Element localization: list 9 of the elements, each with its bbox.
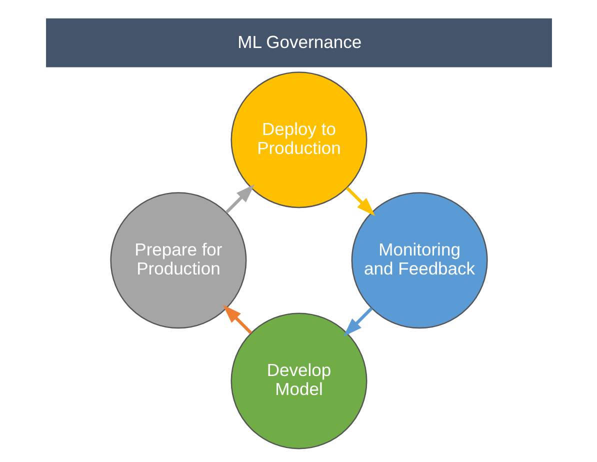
arrow — [224, 184, 254, 214]
node-circle: Deploy to Production — [230, 72, 367, 208]
node-circle: Monitoring and Feedback — [350, 192, 488, 329]
arrow — [222, 304, 252, 334]
arrow — [345, 186, 375, 216]
node-circle: Prepare for Production — [110, 192, 246, 329]
node-circle: Develop Model — [230, 312, 367, 450]
arrow — [342, 307, 372, 336]
diagram-title: ML Governance — [237, 32, 362, 52]
